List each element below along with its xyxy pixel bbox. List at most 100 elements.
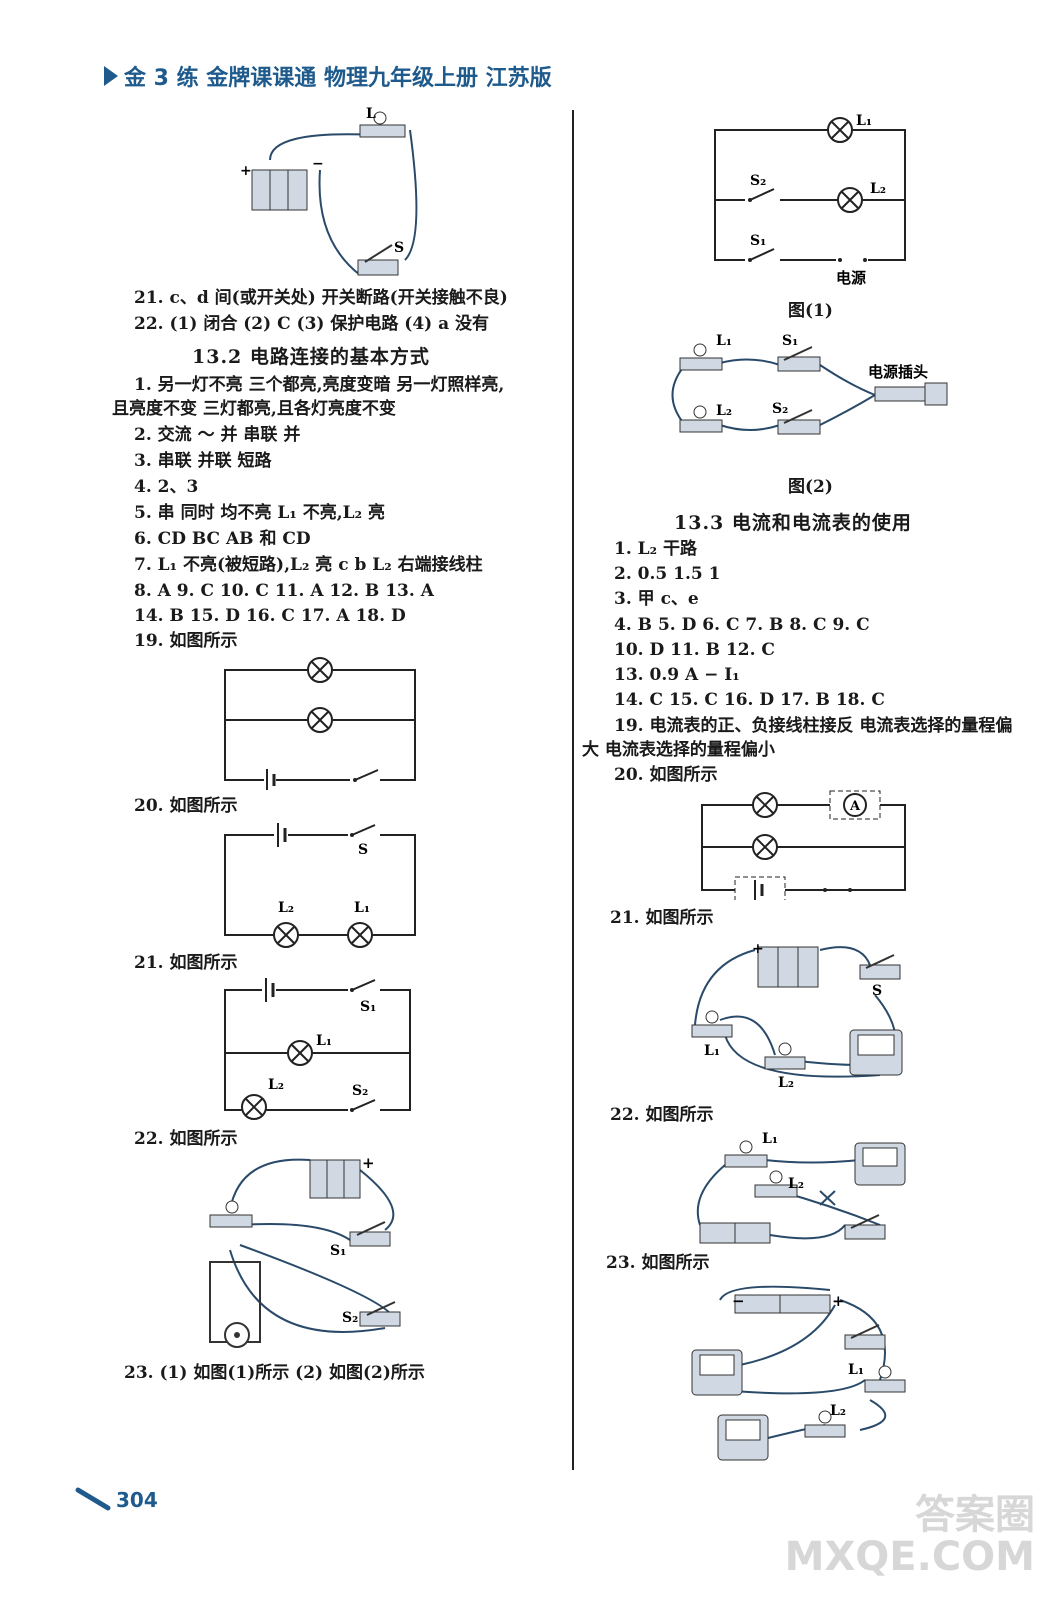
answer-13-2-23: 23. (1) 如图(1)所示 (2) 如图(2)所示 — [124, 1363, 425, 1383]
lamp-icon — [752, 792, 778, 818]
switch-icon — [359, 1301, 401, 1327]
power-plug-icon — [874, 382, 948, 406]
physical-circuit-21: + S L₁ L₂ — [691, 941, 903, 1091]
answer-13-2-5: 5. 串 同时 均不亮 L₁ 不亮,L₂ 亮 — [134, 503, 385, 523]
switch-icon — [745, 188, 780, 207]
battery-pack-icon — [309, 1159, 361, 1199]
battery-icon — [264, 767, 276, 790]
battery-icon — [262, 978, 276, 1002]
label-S2: S₂ — [772, 401, 788, 417]
lamp-holder-icon — [209, 1200, 253, 1228]
answer-13-3-20: 20. 如图所示 — [614, 765, 718, 785]
switch-icon — [348, 979, 380, 995]
switch-icon — [823, 888, 852, 892]
section-title-13-3: 13.3 电流和电流表的使用 — [674, 512, 912, 534]
label-L2: L₂ — [778, 1075, 794, 1091]
answer-13-3-2: 2. 0.5 1.5 1 — [614, 564, 721, 584]
label-L1: L₁ — [316, 1033, 332, 1049]
lamp-holder-icon — [359, 111, 406, 138]
answer-13-3-19-cont: 大 电流表选择的量程偏小 — [582, 740, 775, 760]
label-L: L — [366, 106, 376, 122]
physical-circuit-figure: L S + − — [240, 106, 418, 276]
lamp-holder-icon — [754, 1170, 798, 1198]
physical-circuit-22: L₁ L₂ — [696, 1131, 906, 1244]
label-S1: S₁ — [360, 999, 376, 1015]
label-L2: L₂ — [788, 1176, 804, 1192]
power-terminals-icon — [836, 255, 868, 267]
answer-13-2-1: 1. 另一灯不亮 三个都亮,亮度变暗 另一灯照样亮, — [134, 375, 505, 395]
battery-icon — [754, 880, 764, 900]
answer-13-3-21: 21. 如图所示 — [610, 908, 714, 928]
ammeter-icon — [843, 793, 867, 817]
label-S: S — [358, 842, 368, 858]
lamp-holder-icon — [679, 343, 723, 371]
lamp-icon — [837, 187, 863, 213]
ammeter-icon — [691, 1349, 743, 1396]
answer-13-2-8-13: 8. A 9. C 10. C 11. A 12. B 13. A — [134, 581, 434, 601]
label-L1: L₁ — [848, 1362, 864, 1378]
answer-13-2-4: 4. 2、3 — [134, 477, 199, 497]
label-S2: S₂ — [750, 173, 766, 189]
switch-icon — [844, 1324, 886, 1350]
bell-icon — [209, 1261, 261, 1348]
label-S: S — [872, 983, 882, 999]
lamp-icon — [241, 1094, 267, 1120]
label-L1: L₁ — [856, 113, 872, 129]
ammeter-icon — [849, 1029, 903, 1076]
lamp-holder-icon — [691, 1010, 733, 1038]
battery-icon — [274, 823, 288, 847]
figure-2-caption: 图(2) — [788, 477, 833, 497]
switch-icon — [348, 824, 380, 840]
lamp-icon — [287, 1040, 313, 1066]
physical-circuit-22: + S₁ S₂ — [209, 1154, 401, 1348]
answer-13-3-4-9: 4. B 5. D 6. C 7. B 8. C 9. C — [614, 615, 870, 635]
answer-21: 21. c、d 间(或开关处) 开关断路(开关接触不良) — [134, 288, 508, 308]
answer-13-2-7: 7. L₁ 不亮(被短路),L₂ 亮 c b L₂ 右端接线柱 — [134, 555, 483, 575]
label-S1: S₁ — [750, 233, 766, 249]
lamp-holder-icon — [804, 1410, 846, 1438]
page-header-title: 金 3 练 金牌课课通 物理九年级上册 江苏版 — [124, 66, 552, 91]
label-L2: L₂ — [278, 900, 294, 916]
ammeter-icon — [854, 1142, 906, 1186]
switch-icon — [349, 1221, 391, 1247]
answer-13-2-21: 21. 如图所示 — [134, 953, 238, 973]
lamp-holder-icon — [764, 1042, 806, 1070]
answer-13-3-10-12: 10. D 11. B 12. C — [614, 640, 775, 660]
label-power: 电源 — [836, 269, 866, 287]
section-title-13-2: 13.2 电路连接的基本方式 — [192, 346, 430, 368]
label-minus: − — [732, 1292, 745, 1310]
label-plus: + — [752, 941, 764, 957]
answer-13-2-1-cont: 且亮度不变 三灯都亮,且各灯亮度不变 — [112, 399, 396, 419]
label-S2: S₂ — [352, 1083, 368, 1099]
switch-icon — [357, 244, 399, 276]
label-S2: S₂ — [342, 1310, 358, 1326]
label-L1: L₁ — [762, 1131, 778, 1147]
header-arrow-icon — [104, 66, 118, 86]
answer-13-3-3: 3. 甲 c、e — [614, 589, 699, 609]
label-minus: − — [312, 156, 324, 172]
answer-13-3-23: 23. 如图所示 — [606, 1253, 710, 1273]
battery-pack-icon — [251, 169, 308, 211]
answer-13-3-19: 19. 电流表的正、负接线柱接反 电流表选择的量程偏 — [614, 716, 1013, 736]
ammeter-icon — [717, 1414, 769, 1461]
label-L1: L₁ — [704, 1043, 720, 1059]
label-L2: L₂ — [268, 1077, 284, 1093]
label-L2: L₂ — [830, 1403, 846, 1419]
lamp-holder-icon — [679, 405, 723, 433]
answer-13-3-13: 13. 0.9 A − I₁ — [614, 665, 740, 685]
label-S: S — [394, 240, 404, 256]
switch-icon — [745, 248, 780, 267]
circuit-figure-1: L₁ L₂ S₂ S₁ 电源 — [714, 113, 906, 287]
label-L1: L₁ — [716, 333, 732, 349]
physical-circuit-23: − + L₁ L₂ — [691, 1285, 906, 1461]
label-plug: 电源插头 — [868, 363, 928, 381]
lamp-icon — [307, 657, 333, 683]
answer-13-2-22: 22. 如图所示 — [134, 1129, 238, 1149]
answer-13-2-6: 6. CD BC AB 和 CD — [134, 529, 311, 549]
switch-icon — [348, 1099, 380, 1115]
lamp-icon — [347, 922, 373, 948]
label-plus: + — [240, 163, 252, 179]
switch-icon — [859, 954, 901, 980]
label-L2: L₂ — [870, 181, 886, 197]
column-divider — [572, 110, 574, 1470]
